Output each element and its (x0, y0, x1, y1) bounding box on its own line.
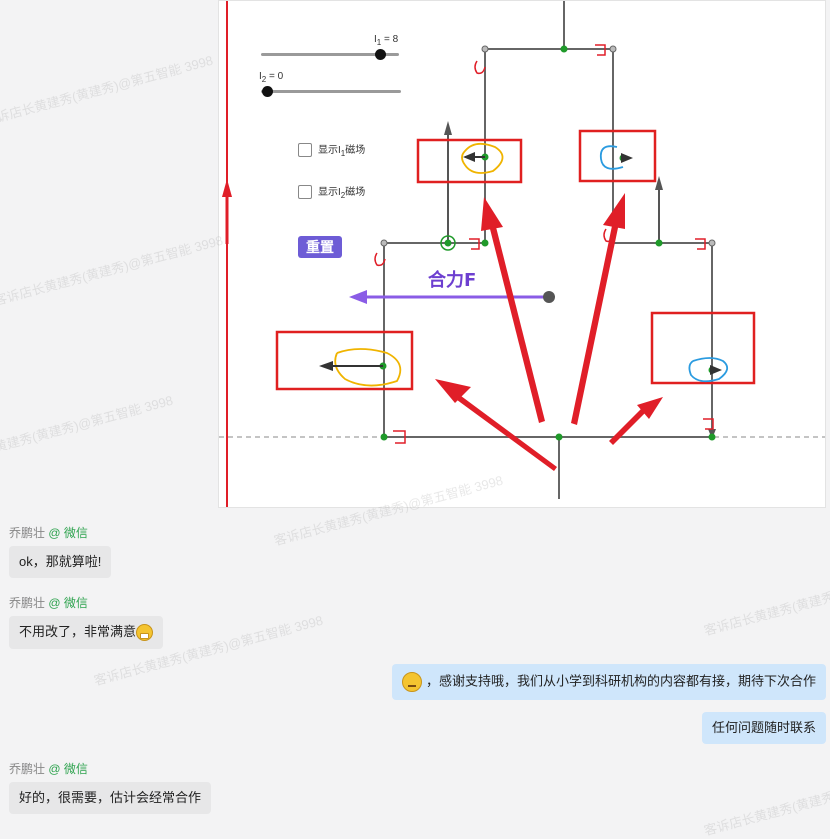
current-arrows (447, 131, 660, 243)
checkbox-i1-field[interactable]: 显示I1磁场 (298, 141, 365, 158)
watermark: 客诉店长黄建秀(黄建秀)@第五智能 3998 (0, 392, 175, 469)
sender-source: @ 微信 (48, 762, 88, 776)
reset-button[interactable]: 重置 (298, 236, 342, 258)
message-bubble[interactable]: 好的，很需要，估计会经常合作 (9, 782, 212, 814)
checkbox-i2[interactable] (298, 184, 312, 199)
slider1-label: I1 = 8 (374, 34, 399, 47)
thinking-emoji-icon (401, 672, 422, 692)
grin-emoji-icon (136, 624, 154, 642)
watermark: 客诉店长黄建秀(黄建秀)@第五智能 3998 (0, 232, 225, 309)
circuit-diagram (219, 1, 825, 507)
sender-line: 乔鹏壮 @ 微信 (9, 524, 111, 541)
message-bubble-self[interactable]: 任何问题随时联系 (701, 712, 826, 744)
slider2-knob[interactable] (262, 86, 273, 97)
slider2-track[interactable] (261, 90, 401, 93)
checkbox-i2-field[interactable]: 显示I2磁场 (298, 183, 365, 200)
message-left: 乔鹏壮 @ 微信 好的，很需要，估计会经常合作 (9, 760, 212, 814)
watermark: 客诉店长黄建秀(黄建秀)@第五智能 3998 (0, 52, 215, 129)
watermark: 客诉店长黄建秀(黄建秀)@第五智能 3998 (702, 563, 830, 639)
wire-frame (383, 1, 713, 499)
force-arrow-handle (543, 291, 555, 303)
message-left: 乔鹏壮 @ 微信 ok，那就算啦! (9, 524, 112, 578)
slider1-track[interactable] (261, 53, 399, 56)
checkbox-i1-label: 显示I1磁场 (318, 145, 366, 158)
message-bubble[interactable]: 不用改了，非常满意 (9, 616, 164, 650)
sender-source: @ 微信 (48, 596, 88, 610)
slider1-knob[interactable] (375, 49, 386, 60)
checkbox-i2-label: 显示I2磁场 (318, 187, 366, 200)
highlight-boxes (275, 129, 756, 391)
message-left: 乔鹏壮 @ 微信 不用改了，非常满意 (9, 594, 164, 650)
message-bubble-self[interactable]: ，感谢支持哦，我们从小学到科研机构的内容都有接，期待下次合作 (391, 664, 826, 700)
shared-image[interactable]: I1 = 8 I2 = 0 显示I1磁场 显示I2磁场 重置 合力F (218, 0, 826, 508)
force-label: 合力F (428, 270, 477, 291)
sender-name[interactable]: 乔鹏壮 (9, 762, 46, 776)
sender-source: @ 微信 (48, 526, 88, 540)
sender-name[interactable]: 乔鹏壮 (9, 596, 46, 610)
checkbox-i1[interactable] (298, 142, 312, 157)
red-hooks (374, 44, 714, 444)
red-pointer-arrows (435, 193, 663, 471)
slider2-label: I2 = 0 (259, 71, 284, 84)
red-up-arrow-head (222, 179, 232, 197)
sender-line: 乔鹏壮 @ 微信 (9, 594, 163, 611)
sender-line: 乔鹏壮 @ 微信 (9, 760, 211, 777)
watermark: 客诉店长黄建秀(黄建秀)@第五智能 3998 (702, 763, 830, 839)
message-bubble[interactable]: ok，那就算啦! (9, 546, 112, 578)
sender-name[interactable]: 乔鹏壮 (9, 526, 46, 540)
